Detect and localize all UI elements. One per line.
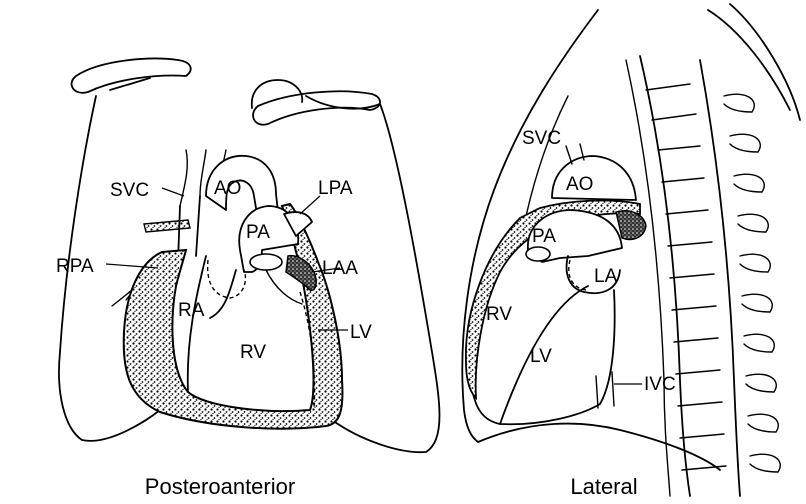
lateral-la-dashed (569, 260, 586, 290)
lateral-label-ao: AO (566, 174, 593, 195)
caption-posteroanterior: Posteroanterior (145, 474, 295, 499)
pa-cut-end (250, 254, 282, 270)
spine (626, 56, 780, 496)
lateral-label-rv: RV (486, 304, 512, 325)
lateral-label-svc: SVC (522, 128, 561, 149)
lateral-label-pa: PA (532, 226, 556, 247)
label-rpa: RPA (56, 256, 94, 277)
right-pulmonary-artery (144, 220, 190, 232)
caption-lateral: Lateral (570, 474, 637, 499)
label-svc: SVC (110, 180, 149, 201)
lateral-ivc (596, 372, 614, 408)
ra-rv-boundary (188, 256, 206, 392)
lateral-pa-cut (526, 247, 550, 261)
leader-lpa (300, 196, 320, 214)
leader-svc (162, 188, 184, 196)
lateral-label-ivc: IVC (644, 374, 676, 395)
right-clavicle (72, 59, 191, 93)
lateral-label-lv: LV (530, 346, 552, 367)
label-pa: PA (246, 222, 270, 243)
humeral-head (252, 80, 302, 108)
label-lpa: LPA (318, 178, 353, 199)
lateral-label-la: LA (594, 266, 618, 287)
posteroanterior-view: SVC AO LPA PA RPA LAA RA RV LV Posteroan… (56, 59, 440, 499)
label-ra: RA (178, 300, 205, 321)
label-rv: RV (240, 342, 266, 363)
label-lv: LV (350, 322, 372, 343)
lateral-view: SVC AO PA LA RV LV IVC Lateral (462, 4, 800, 499)
label-laa: LAA (322, 258, 358, 279)
lateral-aorta (552, 156, 636, 200)
rv-contour (210, 270, 236, 318)
ra-inner-dashed (208, 260, 246, 298)
lateral-pa-dark (616, 211, 646, 240)
label-ao: AO (214, 178, 241, 199)
heart-outer-shadow (124, 204, 343, 429)
